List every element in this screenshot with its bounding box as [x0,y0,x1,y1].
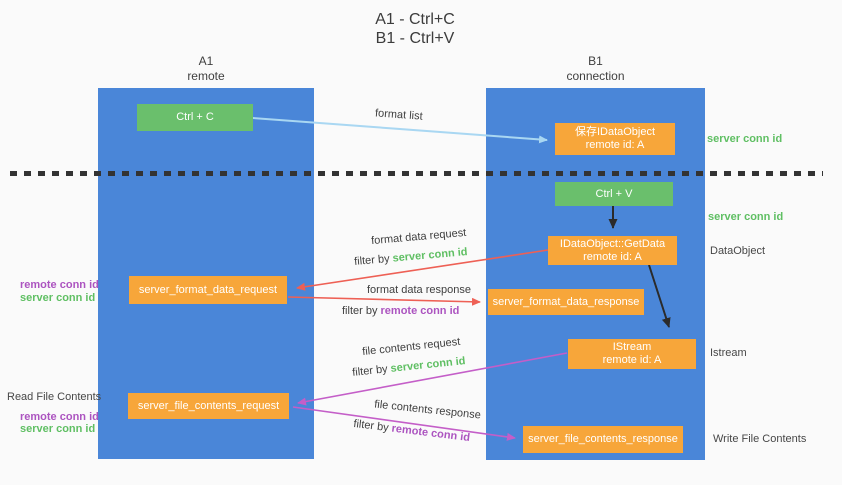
lane-b1-subtitle: connection [566,69,625,83]
node-save-idataobject: 保存IDataObject remote id: A [555,123,675,155]
node-istream: IStream remote id: A [568,339,696,369]
diagram-title: A1 - Ctrl+C B1 - Ctrl+V [300,10,530,48]
arrow-format-data-response [287,296,481,306]
label-istream: Istream [710,347,747,359]
node-save-idataobject-line2: remote id: A [585,139,645,151]
node-idataobject-getdata-line1: IDataObject::GetData [559,237,666,250]
filter-server-conn-id-1: server conn id [392,246,469,265]
label-server-conn-id-mid: server conn id [708,211,784,223]
label-format-data-response: format data response [367,284,471,296]
filter-remote-conn-id-2: remote conn id [390,422,471,445]
label-server-conn-id-top: server conn id [707,133,783,145]
label-filter-by-server-conn-id-2: filter by server conn id [352,355,466,379]
filter-by-text-4: filter by [352,417,393,435]
node-ctrl-v-label: Ctrl + V [595,187,633,200]
node-ctrl-c: Ctrl + C [137,104,253,131]
label-dataobject: DataObject [710,245,766,257]
node-idataobject-getdata-line2: remote id: A [583,250,642,263]
lane-b1-name: B1 [588,54,603,68]
label-write-file-contents: Write File Contents [713,433,807,445]
node-istream-line2: remote id: A [602,354,662,366]
node-server-file-contents-response: server_file_contents_response [523,426,683,453]
filter-remote-conn-id-1: remote conn id [380,305,460,317]
filter-by-text-2: filter by [342,305,381,317]
label-server-conn-id-1: server conn id [20,292,96,304]
label-filter-by-remote-conn-id-1: filter by remote conn id [342,305,459,317]
title-line-2: B1 - Ctrl+V [375,30,455,47]
label-server-conn-id-2: server conn id [20,423,96,435]
lane-b1-header: B1 connection [486,54,705,84]
label-format-list: format list [374,107,424,123]
lane-a1-subtitle: remote [187,69,225,83]
label-read-file-contents: Read File Contents [7,391,102,403]
node-server-format-data-response-label: server_format_data_response [492,295,640,308]
dotted-divider [10,171,823,176]
node-ctrl-c-label: Ctrl + C [176,111,214,123]
node-istream-line1: IStream [612,341,652,353]
node-idataobject-getdata: IDataObject::GetData remote id: A [548,236,677,265]
label-file-contents-request: file contents request [361,335,461,359]
node-save-idataobject-line1: 保存IDataObject [574,126,656,138]
node-server-format-data-request-label: server_format_data_request [138,283,278,296]
label-remote-conn-id-1: remote conn id [20,279,99,291]
filter-by-text-1: filter by [353,252,394,268]
node-server-format-data-request: server_format_data_request [129,276,287,304]
node-server-format-data-response: server_format_data_response [488,289,644,315]
node-ctrl-v: Ctrl + V [555,182,673,206]
label-remote-conn-id-2: remote conn id [20,411,99,423]
filter-by-text-3: filter by [351,362,392,379]
label-format-data-request: format data request [370,226,467,248]
lane-a1-header: A1 remote [98,54,314,84]
node-server-file-contents-request-label: server_file_contents_request [137,399,280,412]
node-server-file-contents-request: server_file_contents_request [128,393,289,419]
label-filter-by-server-conn-id-1: filter by server conn id [354,246,468,268]
label-file-contents-response: file contents response [373,398,482,422]
lane-a1-name: A1 [198,54,214,68]
filter-server-conn-id-2: server conn id [389,355,467,375]
node-server-file-contents-response-label: server_file_contents_response [528,433,678,445]
label-filter-by-remote-conn-id-2: filter by remote conn id [353,418,471,444]
title-line-1: A1 - Ctrl+C [375,11,455,28]
